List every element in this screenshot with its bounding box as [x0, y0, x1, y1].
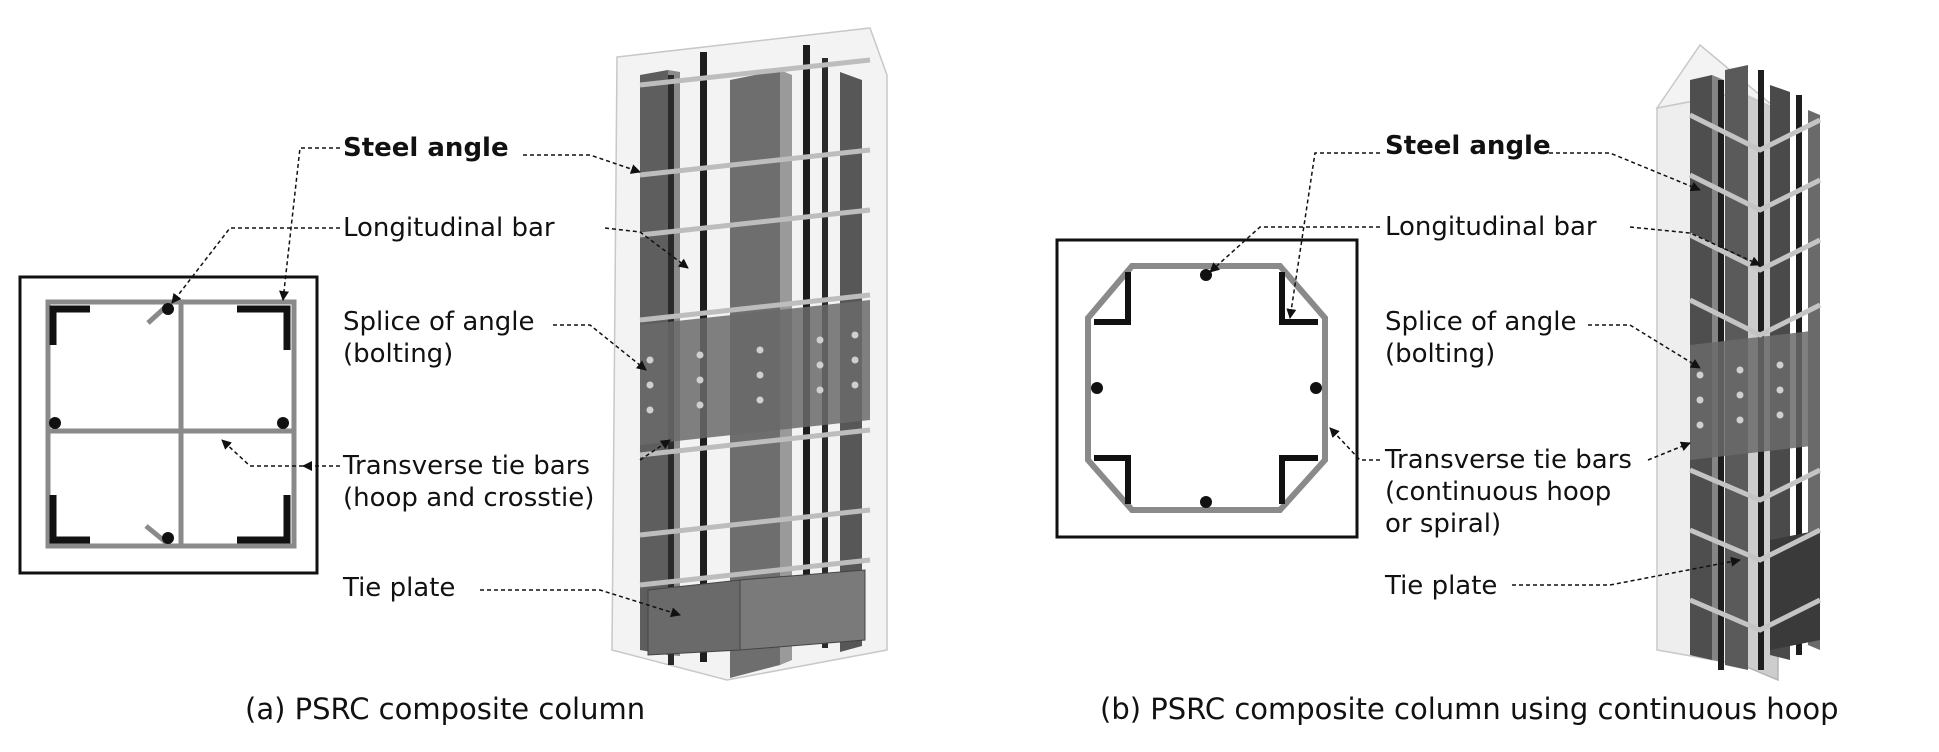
label-tie-plate: Tie plate	[1385, 571, 1498, 601]
label-splice-line1: Splice of angle	[1385, 307, 1577, 337]
label-longitudinal-bar: Longitudinal bar	[1385, 212, 1597, 242]
section-outline	[1055, 238, 1359, 539]
panel-a: Steel angle Longitudinal bar Splice of a…	[18, 27, 888, 726]
label-tie-line1: Transverse tie bars	[343, 451, 590, 481]
label-tie-plate: Tie plate	[343, 573, 456, 603]
bar-top	[1200, 269, 1212, 281]
cross-section-b	[1055, 238, 1359, 539]
angle-tl	[49, 305, 90, 345]
panel-b: Steel angle Longitudinal bar Splice of a…	[1000, 0, 1939, 752]
label-tie-line3: or spiral)	[1385, 509, 1502, 539]
angle-tr	[237, 305, 291, 350]
angle-tr	[1279, 272, 1318, 325]
panel-b-drawing	[1055, 43, 1822, 682]
bar-top	[162, 303, 174, 315]
label-tie-line1: Transverse tie bars	[1385, 445, 1632, 475]
caption-a: (a) PSRC composite column	[245, 692, 646, 726]
bar-left	[49, 417, 61, 429]
bar-right	[277, 417, 289, 429]
column-3d-a	[611, 27, 888, 681]
section-outline	[18, 275, 319, 575]
label-splice-line1: Splice of angle	[343, 307, 535, 337]
angle-br	[237, 495, 291, 544]
bar-bottom	[1200, 496, 1212, 508]
caption-b: (b) PSRC composite column using continuo…	[1100, 692, 1839, 726]
hoop	[45, 299, 297, 549]
label-longitudinal-bar: Longitudinal bar	[343, 213, 555, 243]
label-tie-line2: (continuous hoop	[1385, 477, 1612, 507]
column-3d-b	[1655, 43, 1822, 682]
label-splice-line2: (bolting)	[343, 339, 454, 369]
label-tie-line2: (hoop and crosstie)	[343, 483, 595, 513]
continuous-hoop	[1085, 263, 1328, 513]
cross-section-a	[18, 275, 319, 575]
bar-left	[1091, 382, 1103, 394]
label-steel-angle: Steel angle	[343, 133, 509, 163]
angle-bl	[1094, 455, 1131, 504]
angle-bl	[49, 495, 90, 544]
angle-br	[1279, 455, 1318, 504]
label-splice-line2: (bolting)	[1385, 339, 1496, 369]
label-steel-angle: Steel angle	[1385, 131, 1551, 161]
angle-tl	[1094, 272, 1131, 325]
bar-bottom	[162, 532, 174, 544]
panel-a-drawing	[18, 27, 888, 681]
bar-right	[1310, 382, 1322, 394]
